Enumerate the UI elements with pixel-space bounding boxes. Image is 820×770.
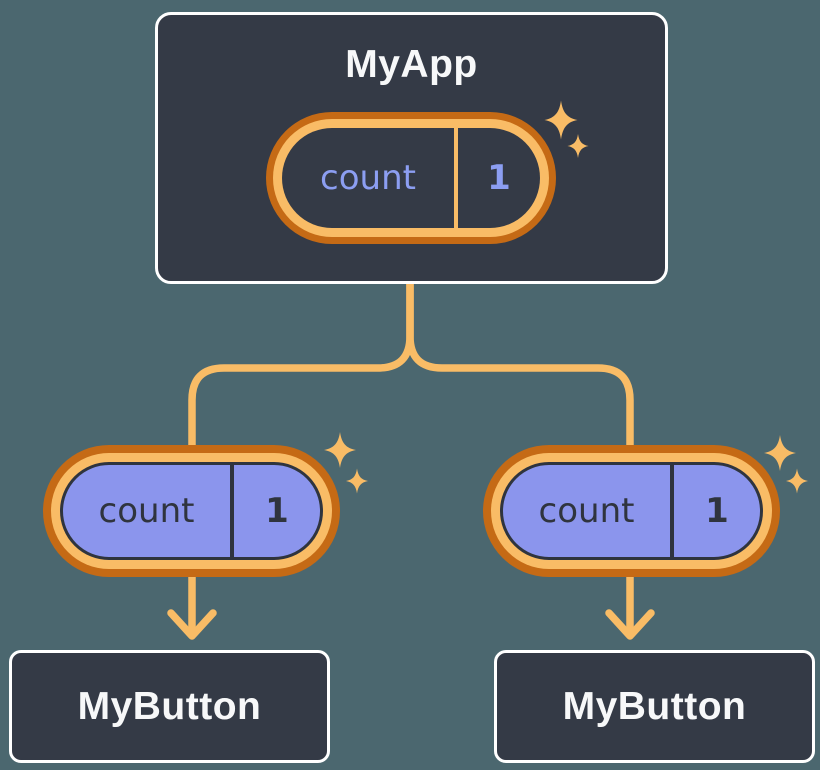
sparkle-icon bbox=[786, 468, 808, 494]
node-mybutton-right: MyButton bbox=[494, 650, 815, 763]
prop-pill-value: 1 bbox=[230, 465, 320, 557]
sparkle-icon bbox=[324, 432, 356, 468]
prop-pill-name: count bbox=[538, 491, 635, 531]
state-pill-name: count bbox=[320, 158, 416, 198]
arrow-down-right-icon bbox=[605, 609, 655, 640]
node-mybutton-left: MyButton bbox=[9, 650, 330, 763]
state-pill-value: 1 bbox=[454, 128, 540, 228]
state-pill-myapp: count 1 bbox=[282, 128, 540, 228]
connector-branch-right bbox=[406, 284, 634, 450]
node-mybutton-label: MyButton bbox=[562, 684, 747, 728]
prop-pill-left: count 1 bbox=[60, 462, 323, 560]
connector-branch-left bbox=[188, 284, 414, 450]
prop-pill-name: count bbox=[98, 491, 195, 531]
arrow-down-left-icon bbox=[167, 609, 217, 640]
prop-pill-value: 1 bbox=[670, 465, 760, 557]
node-myapp-label: MyApp bbox=[345, 43, 478, 86]
sparkle-icon bbox=[764, 435, 796, 471]
sparkle-icon bbox=[346, 468, 368, 494]
prop-pill-right: count 1 bbox=[500, 462, 763, 560]
node-mybutton-label: MyButton bbox=[77, 684, 262, 728]
